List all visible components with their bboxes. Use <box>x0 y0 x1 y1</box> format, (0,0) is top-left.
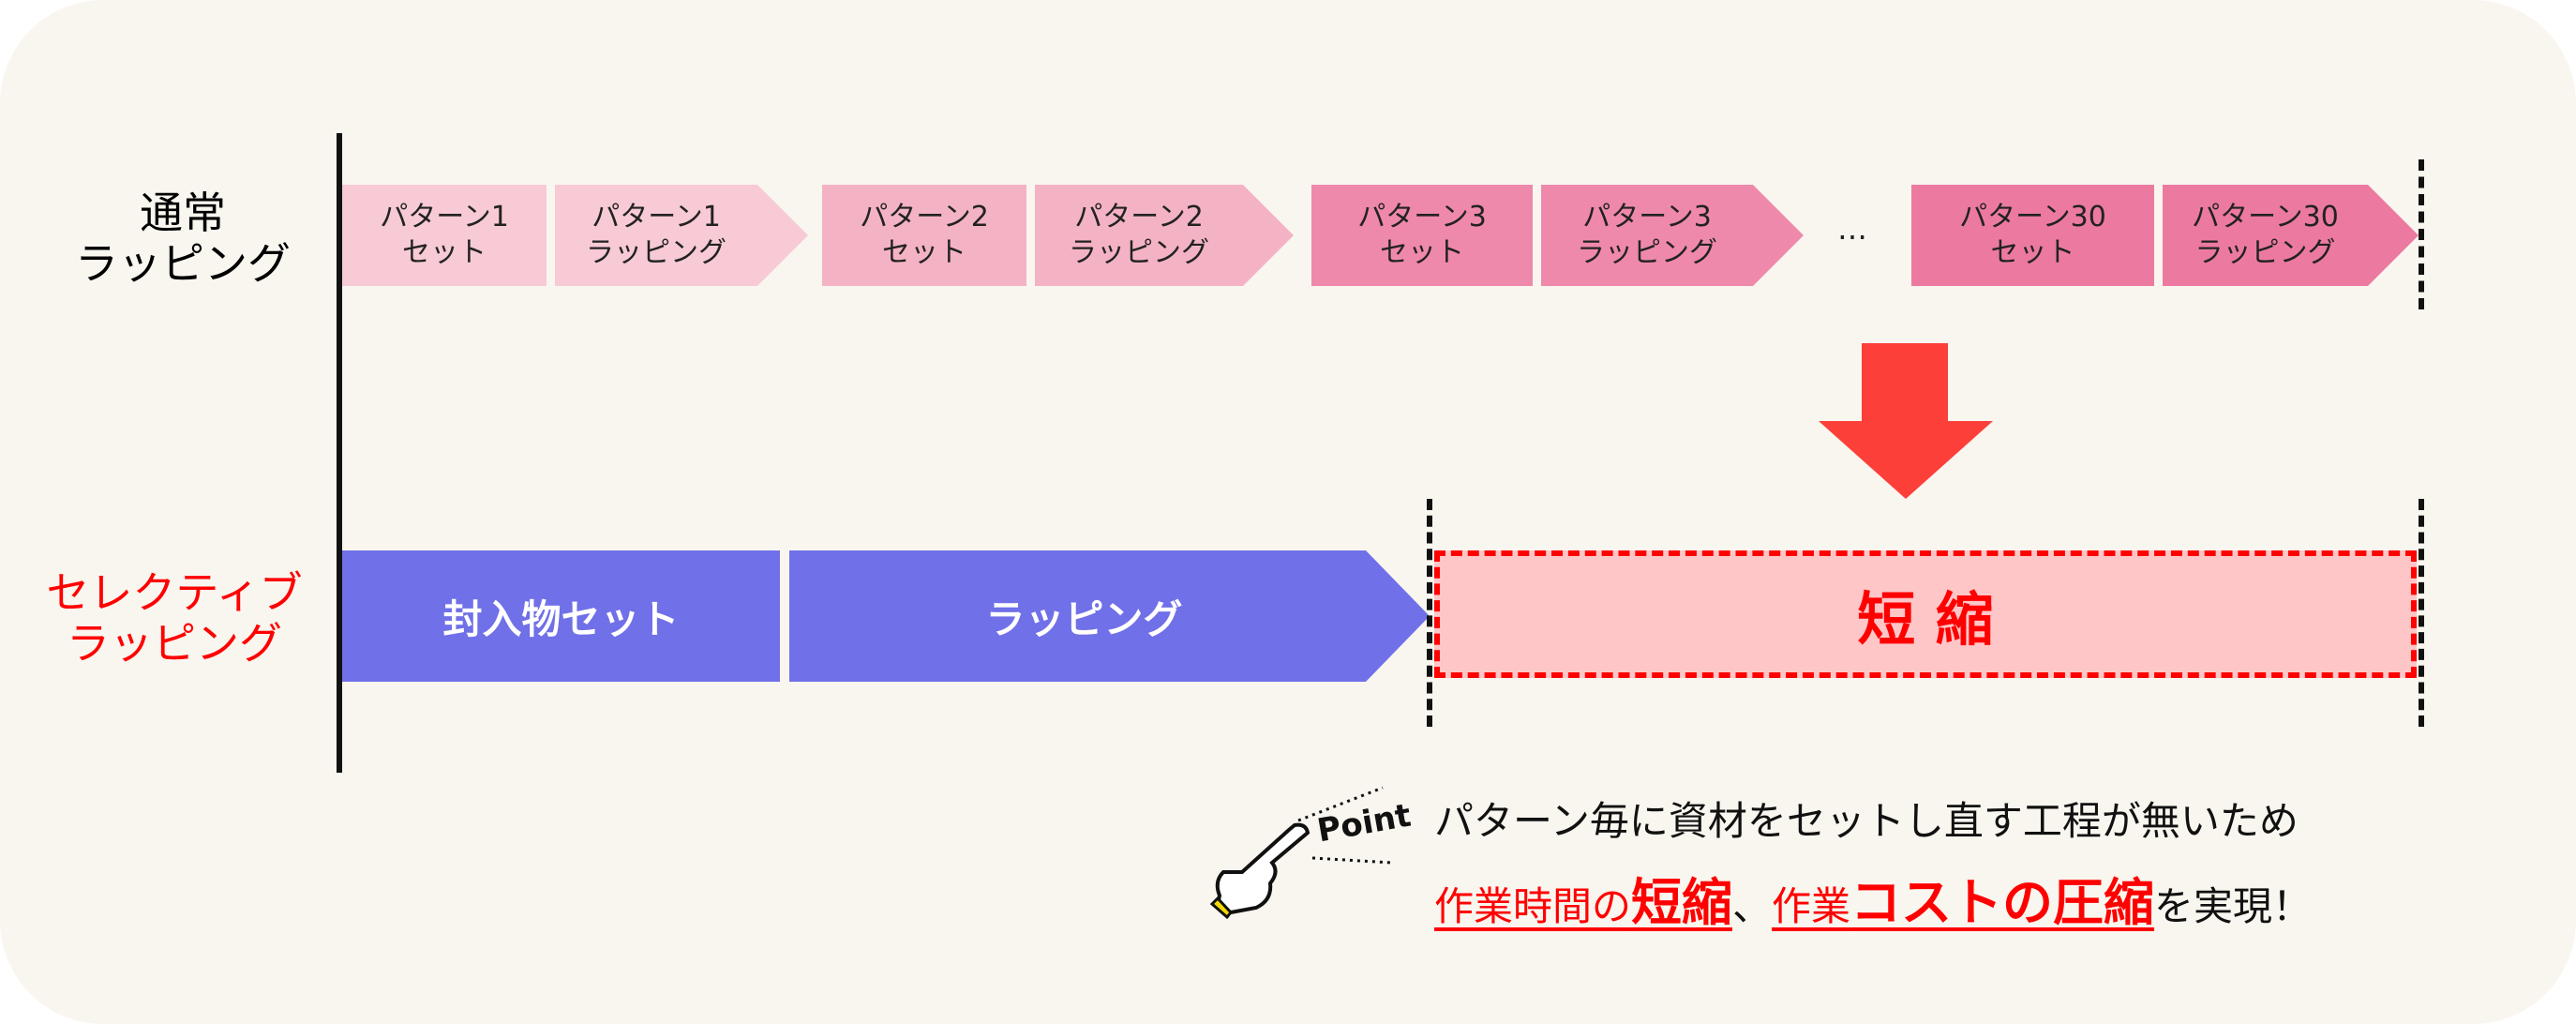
down-arrow-icon <box>1819 343 1993 499</box>
pointing-hand-icon <box>1209 786 1393 919</box>
label-line: 通常 <box>140 188 226 238</box>
highlight-text: 作業時間の <box>1434 883 1632 929</box>
ellipsis: … <box>1837 211 1867 247</box>
step-text: セット <box>1990 236 2075 269</box>
highlight-text: コストの圧縮 <box>1850 873 2155 932</box>
reduction-start-dashed-line <box>1427 499 1432 727</box>
step-insert-set: 封入物セット <box>342 550 780 682</box>
step-text: セット <box>1380 236 1464 269</box>
point-line1: パターン毎に資材をセットし直す工程が無いため <box>1434 798 2299 844</box>
highlight-text: 短縮 <box>1631 873 1733 932</box>
reduction-end-dashed-line <box>2419 499 2424 727</box>
step-text: ラッピング <box>586 236 726 269</box>
step-text: パターン3 <box>1357 201 1487 233</box>
point-line2: 作業時間の短縮、作業コストの圧縮を実現！ <box>1434 861 2312 935</box>
step-text: パターン30 <box>2192 201 2339 233</box>
label-line: セレクティブ <box>46 567 303 618</box>
step-text: パターン2 <box>860 201 989 233</box>
step-text: セット <box>402 236 487 269</box>
selective-wrapping-label: セレクティブ ラッピング <box>15 567 334 669</box>
text: を実現！ <box>2154 883 2313 929</box>
step-text: パターン3 <box>1582 201 1712 233</box>
normal-end-dashed-line <box>2419 159 2424 309</box>
step-wrapping: ラッピング <box>789 550 1430 682</box>
step-text: ラッピング <box>1577 236 1717 269</box>
reduction-box: 短 縮 <box>1434 550 2417 678</box>
highlight-text: 作業 <box>1772 883 1851 929</box>
normal-wrapping-label: 通常 ラッピング <box>23 188 342 289</box>
label-line: ラッピング <box>75 238 291 289</box>
step-text: パターン1 <box>380 201 509 233</box>
comma: 、 <box>1732 883 1773 929</box>
step-text: ラッピング <box>1069 236 1209 269</box>
timeline-start-line <box>337 133 342 773</box>
step-text: セット <box>882 236 966 269</box>
step-text: パターン30 <box>1959 201 2106 233</box>
step-text: ラッピング <box>2194 236 2336 269</box>
step-text: パターン1 <box>592 201 721 233</box>
step-text: パターン2 <box>1074 201 1204 233</box>
label-line: ラッピング <box>67 618 282 669</box>
